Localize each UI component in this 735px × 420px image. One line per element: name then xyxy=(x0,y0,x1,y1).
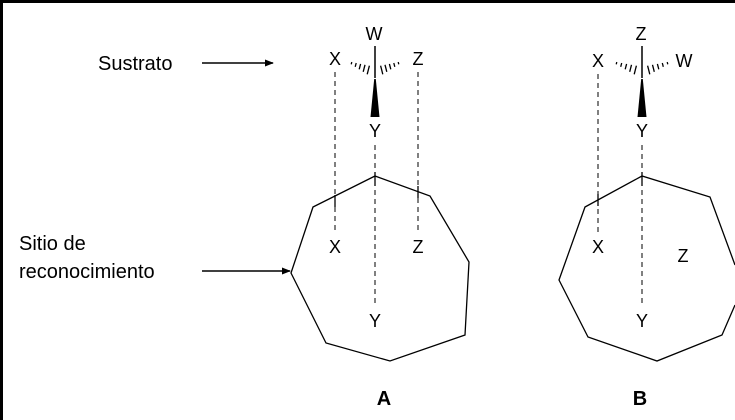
site-a-bottom-atom: Y xyxy=(369,311,381,331)
panel-b-label: B xyxy=(633,388,647,410)
substrate-a-left-atom: X xyxy=(329,49,341,69)
substrate-b-bottom-atom: Y xyxy=(636,121,648,141)
recognition-site-b xyxy=(558,175,735,362)
panel-a-label: A xyxy=(377,388,391,410)
substrate-a-right-atom: Z xyxy=(413,49,424,69)
hashed-bond-a-left xyxy=(350,61,371,75)
substrate-a-bottom-atom: Y xyxy=(369,121,381,141)
site-a-left-atom: X xyxy=(329,237,341,257)
site-b-left-atom: X xyxy=(592,237,604,257)
site-a-ticks xyxy=(334,172,419,207)
substrate-a-top-atom: W xyxy=(366,24,383,44)
site-b-right-atom: Z xyxy=(678,246,689,266)
recognition-site-a xyxy=(290,175,470,362)
substrate-b-left-atom: X xyxy=(592,51,604,71)
wedge-bond-b xyxy=(637,79,647,117)
wedge-bond-a xyxy=(370,79,380,117)
recognition-label-line1: Sitio de xyxy=(19,233,86,255)
substrate-molecule-a: W X Z Y xyxy=(329,24,424,141)
substrate-b-top-atom: Z xyxy=(636,24,647,44)
substrate-molecule-b: Z X W Y xyxy=(592,24,693,141)
panel-a: W X Z Y xyxy=(290,24,470,410)
site-b-ticks xyxy=(597,172,643,206)
panel-b: Z X W Y xyxy=(558,24,735,410)
substrate-b-right-atom: W xyxy=(676,51,693,71)
recognition-label-line2: reconocimiento xyxy=(19,261,155,283)
hashed-bond-b-left xyxy=(615,61,638,75)
site-b-bottom-atom: Y xyxy=(636,311,648,331)
hashed-bond-a-right xyxy=(379,61,400,75)
substrate-label: Sustrato xyxy=(98,53,172,75)
hashed-bond-b-right xyxy=(646,61,669,75)
site-a-right-atom: Z xyxy=(413,237,424,257)
projection-lines-b xyxy=(597,74,643,307)
